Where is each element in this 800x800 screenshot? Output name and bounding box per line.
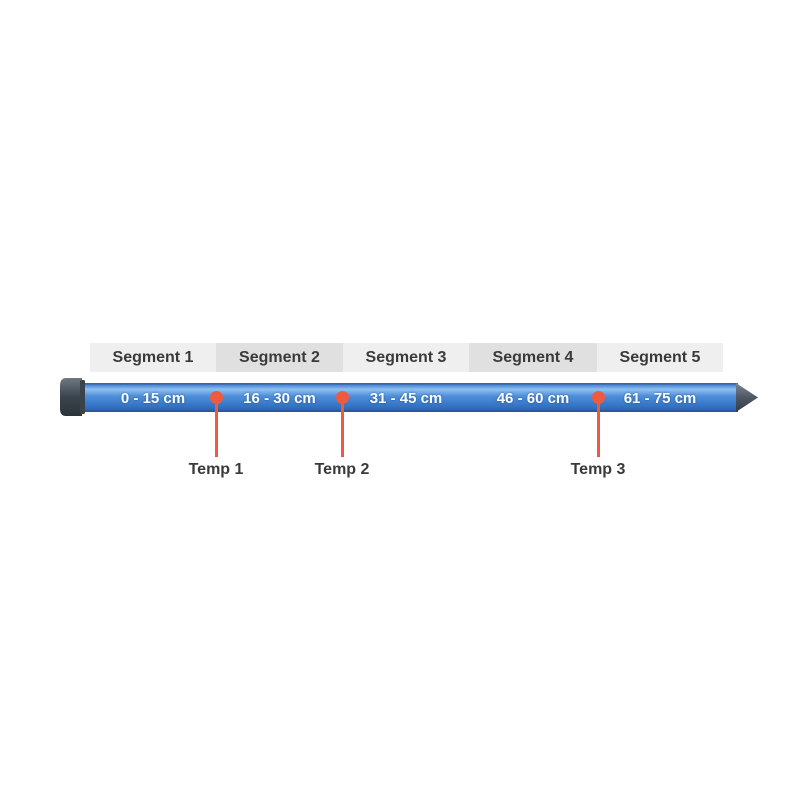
sensor-1-leader: [215, 397, 218, 457]
sensor-3-leader: [597, 397, 600, 457]
probe-tube: [78, 383, 738, 412]
sensor-3-marker: [592, 391, 605, 404]
sensor-1-marker: [210, 391, 223, 404]
probe-cap: [60, 378, 82, 416]
sensor-2-leader: [341, 397, 344, 457]
segment-range-4: 46 - 60 cm: [496, 389, 570, 407]
segment-header-2: Segment 2: [216, 343, 343, 372]
sensor-2-marker: [336, 391, 349, 404]
segment-header-4: Segment 4: [469, 343, 597, 372]
segment-header-5: Segment 5: [597, 343, 723, 372]
sensor-1-label: Temp 1: [188, 461, 244, 478]
probe-tip: [736, 383, 758, 412]
segment-range-1: 0 - 15 cm: [120, 389, 186, 407]
segment-header-1: Segment 1: [90, 343, 216, 372]
sensor-3-label: Temp 3: [570, 461, 626, 478]
segment-header-3: Segment 3: [343, 343, 469, 372]
sensor-2-label: Temp 2: [314, 461, 370, 478]
segment-range-3: 31 - 45 cm: [369, 389, 443, 407]
segment-range-2: 16 - 30 cm: [243, 389, 316, 407]
segment-range-5: 61 - 75 cm: [623, 389, 697, 407]
